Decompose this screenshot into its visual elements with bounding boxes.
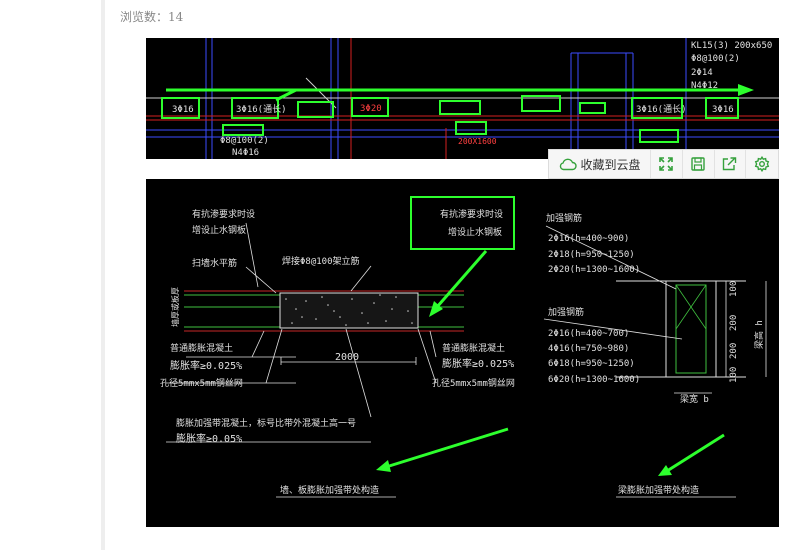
band-note-2: 膨胀率≥0.05% [176, 432, 242, 445]
rebar-5: 4Φ16(h=750~980) [548, 344, 629, 354]
label-kl: KL15(3) 200x650 [691, 41, 772, 51]
rebar-title: 加强钢筋 [546, 212, 582, 224]
rebar-title2: 加强钢筋 [548, 306, 584, 318]
title-right: 梁膨胀加强带处构造 [618, 484, 699, 496]
highlight-box [410, 196, 515, 250]
green-arrow-head [738, 84, 754, 96]
note-a-1: 有抗渗要求时设 [192, 208, 255, 220]
green-boxes [161, 95, 739, 143]
left-gutter [0, 0, 101, 550]
dim-100a: 100 [729, 281, 739, 297]
label-right-small: 3Φ16 [712, 105, 734, 115]
note-b-1: 有抗渗要求时设 [440, 208, 503, 220]
settings-button[interactable] [746, 150, 778, 178]
view-count: 浏览数：14 [120, 8, 183, 25]
label-lower-1: Φ8@100(2) [220, 136, 269, 146]
rebar-2: 2Φ18(h=950~1250) [548, 250, 635, 260]
beam-section [616, 280, 746, 378]
label-left-bars: 3Φ16 [172, 105, 194, 115]
label-top-bars: 2Φ14 [691, 68, 713, 78]
concrete-right: 普通膨胀混凝土 [442, 342, 505, 354]
view-count-value: 14 [168, 10, 184, 24]
save-button[interactable] [683, 150, 715, 178]
dim-200b: 200 [729, 343, 739, 359]
save-icon [691, 157, 705, 171]
label-right-bars: 3Φ16(通长) [636, 103, 687, 115]
expansion-band [279, 292, 419, 329]
band-dots [285, 294, 413, 326]
cad-image-top[interactable]: KL15(3) 200x650 Φ8@100(2) 2Φ14 N4Φ12 3Φ1… [146, 38, 779, 159]
cad-drawing-main: 有抗渗要求时设 增设止水钢板 有抗渗要求时设 增设止水钢板 焊接Φ8@100架立… [160, 196, 767, 498]
beam-height-label: 梁高 h [753, 320, 765, 349]
cad-image-main[interactable]: 有抗渗要求时设 增设止水钢板 有抗渗要求时设 增设止水钢板 焊接Φ8@100架立… [146, 179, 779, 527]
white-lines [146, 77, 779, 109]
left-border [101, 0, 105, 550]
label-mid-bars: 3Φ16(通长) [236, 103, 287, 115]
dim-200a: 200 [729, 315, 739, 331]
gear-icon [754, 156, 770, 172]
label-mid-red: 3Φ20 [360, 104, 382, 114]
cloud-icon [559, 158, 577, 171]
save-to-cloud-label: 收藏到云盘 [580, 157, 641, 172]
rebar-7: 6Φ20(h=1300~1600) [548, 375, 640, 385]
expansion-right: 膨胀率≥0.025% [442, 357, 514, 370]
beam-stirrup [675, 284, 707, 374]
beam-leaders [543, 225, 767, 498]
label-stirrup: Φ8@100(2) [691, 54, 740, 64]
wall-thickness-label: 墙厚或板厚 [170, 287, 180, 327]
label-side-bars: N4Φ12 [691, 81, 718, 91]
label-lower-2: N4Φ16 [232, 148, 259, 158]
green-arrows [385, 250, 725, 473]
cad-drawing-top: KL15(3) 200x650 Φ8@100(2) 2Φ14 N4Φ12 3Φ1… [146, 38, 779, 159]
title-left: 墙、板膨胀加强带处构造 [280, 484, 379, 496]
label-mid-red2: 200X1600 [458, 137, 497, 146]
band-note-1: 膨胀加强带混凝土，标号比带外混凝土高一号 [176, 417, 356, 429]
note-a-2: 增设止水钢板 [192, 224, 246, 236]
wall-bars-label: 扫墙水平筋 [192, 257, 237, 269]
view-count-label: 浏览数： [120, 10, 169, 24]
expansion-left: 膨胀率≥0.025% [170, 359, 242, 372]
concrete-left: 普通膨胀混凝土 [170, 342, 233, 354]
share-icon [723, 157, 737, 171]
beam-width-label: 梁宽 b [680, 393, 709, 405]
green-arrow-diag [275, 88, 297, 102]
expand-icon [659, 157, 674, 171]
mesh-left: 孔径5mmx5mm钢丝网 [160, 377, 243, 389]
wall-red-lines [184, 290, 464, 332]
dimension-2000: 2000 [335, 352, 359, 363]
mesh-right: 孔径5mmx5mm钢丝网 [432, 377, 515, 389]
save-to-cloud-button[interactable]: 收藏到云盘 [549, 150, 652, 178]
beam-diagonals [675, 284, 707, 330]
note-b-2: 增设止水钢板 [448, 226, 502, 238]
rebar-4: 2Φ16(h=400~700) [548, 329, 629, 339]
dim-100b: 100 [729, 367, 739, 383]
share-button[interactable] [715, 150, 747, 178]
image-toolbar: 收藏到云盘 [548, 149, 779, 179]
brace-label: 焊接Φ8@100架立筋 [282, 255, 360, 267]
rebar-1: 2Φ16(h=400~900) [548, 234, 629, 244]
fullscreen-button[interactable] [651, 150, 683, 178]
leader-lines [166, 222, 437, 498]
rebar-6: 6Φ18(h=950~1250) [548, 359, 635, 369]
green-arrow-heads [376, 301, 672, 476]
rebar-3: 2Φ20(h=1300~1600) [548, 265, 640, 275]
